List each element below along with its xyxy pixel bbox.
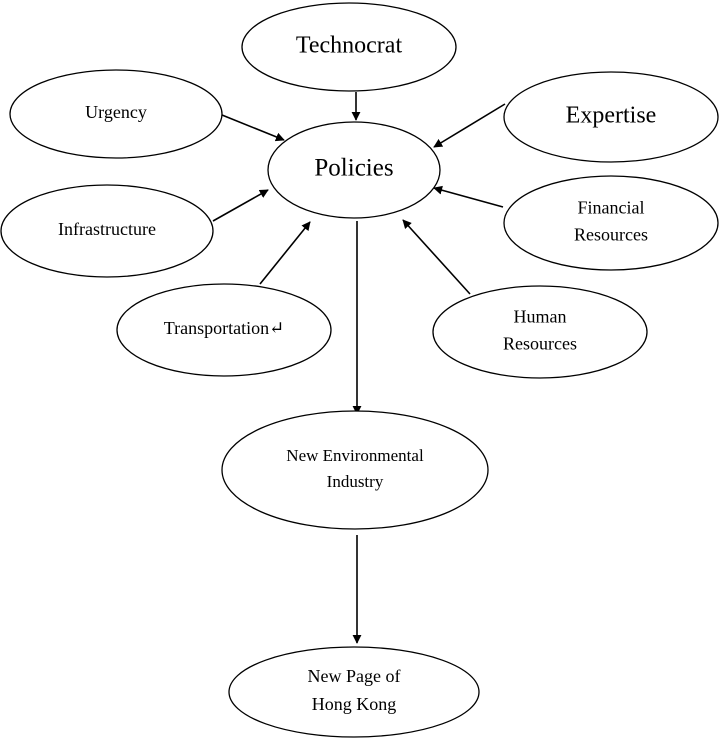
node-ellipse	[432, 285, 648, 379]
node-technocrat: Technocrat	[241, 2, 457, 92]
node-transportation: Transportation↵	[116, 283, 332, 377]
node-ellipse	[503, 175, 719, 271]
node-label: Infrastructure	[58, 219, 156, 239]
node-policies: Policies	[267, 121, 441, 219]
node-label: Hong Kong	[312, 694, 397, 714]
node-label: Technocrat	[296, 33, 403, 59]
node-label: Resources	[503, 334, 577, 354]
edges-layer	[212, 92, 506, 644]
node-ellipse	[0, 184, 214, 278]
node-label: Transportation↵	[164, 318, 284, 338]
node-ellipse	[228, 646, 480, 738]
node-label: Financial	[578, 198, 645, 218]
node-ellipse	[116, 283, 332, 377]
node-ellipse	[9, 69, 223, 159]
arrow-human-to-policies	[402, 219, 471, 295]
node-urgency: Urgency	[9, 69, 223, 159]
node-label: Policies	[314, 155, 393, 182]
node-label: Urgency	[85, 102, 147, 122]
node-new-page: New Page of Hong Kong	[228, 646, 480, 738]
node-label: Expertise	[566, 103, 657, 129]
node-ellipse	[267, 121, 441, 219]
node-ellipse	[221, 410, 489, 530]
arrow-financial-to-policies	[433, 185, 504, 208]
arrow-urgency-to-policies	[221, 114, 285, 142]
node-label: Resources	[574, 225, 648, 245]
node-expertise: Expertise	[503, 71, 719, 163]
node-label: New Environmental	[286, 446, 424, 465]
arrow-transportation-to-policies	[259, 221, 311, 285]
node-label: Industry	[327, 472, 384, 491]
node-infrastructure: Infrastructure	[0, 184, 214, 278]
node-ellipse	[241, 2, 457, 92]
arrow-infrastructure-to-policies	[212, 189, 269, 222]
arrow-expertise-to-policies	[433, 103, 506, 148]
node-ellipse	[503, 71, 719, 163]
node-label: Human	[514, 307, 567, 327]
node-label: New Page of	[308, 666, 401, 686]
